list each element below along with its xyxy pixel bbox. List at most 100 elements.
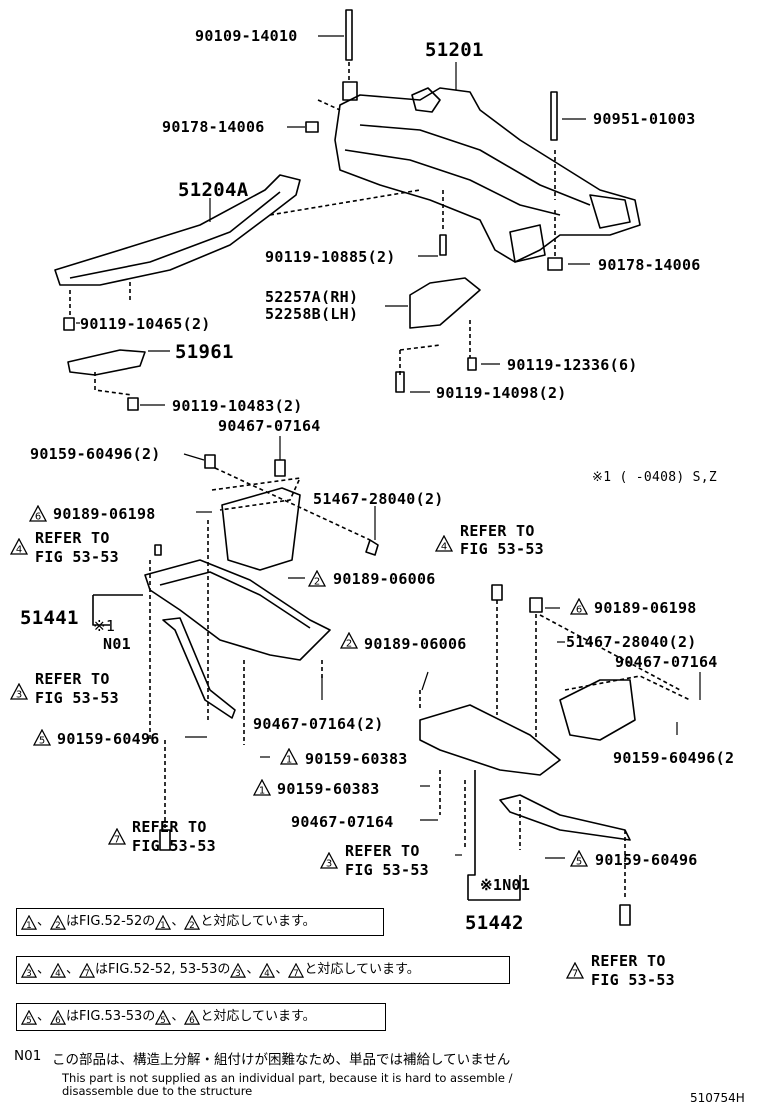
part-label: 90159-60496(2 <box>613 749 735 767</box>
crossmember-51201 <box>334 87 641 263</box>
part-label: ※1N01 <box>480 876 531 894</box>
part-label: 90467-07164 <box>218 417 321 435</box>
part-label: 90119-10483(2) <box>172 397 303 415</box>
svg-text:6: 6 <box>55 1016 61 1025</box>
svg-text:2: 2 <box>346 639 352 650</box>
stud-bolt-icon <box>345 9 353 61</box>
part-label: 51201 <box>425 39 484 61</box>
triangle-2-icon: 2 <box>340 632 358 649</box>
refer-label: REFER TO <box>460 522 535 540</box>
triangle-3-icon: 3 <box>10 683 28 700</box>
refer-label: FIG 53-53 <box>345 861 429 879</box>
bracket-52257A <box>409 277 481 329</box>
refer-label: REFER TO <box>35 529 110 547</box>
note-text: 、 <box>37 1009 51 1024</box>
triangle-2-icon: 2 <box>184 914 201 931</box>
part-label: 51467-28040(2) <box>313 490 444 508</box>
svg-text:5: 5 <box>26 1016 32 1025</box>
triangle-4-icon: 4 <box>259 962 276 979</box>
part-label: 90119-10465(2) <box>80 315 211 333</box>
svg-text:3: 3 <box>16 690 22 701</box>
svg-text:2: 2 <box>314 577 320 588</box>
triangle-5-icon: 5 <box>33 729 51 746</box>
part-label: 51204A <box>178 179 249 201</box>
part-label: 90189-06198 <box>594 599 697 617</box>
part-label: 90178-14006 <box>598 256 701 274</box>
refer-label: REFER TO <box>35 670 110 688</box>
svg-text:5: 5 <box>576 857 582 868</box>
triangle-2-icon: 2 <box>50 914 67 931</box>
part-label: 90159-60383 <box>277 780 380 798</box>
triangle-4-icon: 4 <box>10 538 28 555</box>
part-label: 90119-12336(6) <box>507 356 638 374</box>
part-label: 51467-28040(2) <box>566 633 697 651</box>
note-text: 、 <box>66 962 80 977</box>
refer-label: FIG 53-53 <box>35 689 119 707</box>
part-label: 90159-60496 <box>595 851 698 869</box>
svg-text:6: 6 <box>576 605 582 616</box>
triangle-5-icon: 5 <box>155 1009 172 1026</box>
part-label: 90189-06198 <box>53 505 156 523</box>
part-label: 51961 <box>175 341 234 363</box>
svg-text:3: 3 <box>326 859 332 870</box>
part-label: 90951-01003 <box>593 110 696 128</box>
svg-text:1: 1 <box>286 755 292 766</box>
triangle-1-icon: 1 <box>280 748 298 765</box>
svg-text:2: 2 <box>190 921 196 930</box>
brace-51204A <box>54 174 301 286</box>
n01-japanese-note: この部品は、構造上分解・組付けが困難なため、単品では補給していません <box>52 1052 511 1068</box>
part-label: 90159-60496 <box>57 730 160 748</box>
svg-text:6: 6 <box>35 512 41 523</box>
note-text: 、 <box>171 1009 185 1024</box>
n01-english-note-line1: This part is not supplied as an individu… <box>62 1071 513 1085</box>
stay-N01-left <box>162 617 236 719</box>
triangle-7-icon: 7 <box>108 828 126 845</box>
svg-text:1: 1 <box>259 786 265 797</box>
refer-label: REFER TO <box>132 818 207 836</box>
footnote-key: ※1 ( -0408) S,Z <box>592 470 717 485</box>
svg-text:5: 5 <box>39 736 45 747</box>
svg-text:4: 4 <box>265 969 271 978</box>
svg-text:7: 7 <box>114 835 120 846</box>
under-cover-51442 <box>419 704 561 776</box>
part-label: 90159-60496(2) <box>30 445 161 463</box>
svg-text:4: 4 <box>441 542 447 553</box>
bracket-left <box>221 487 301 571</box>
part-label: 90159-60383 <box>305 750 408 768</box>
note-text: と対応しています。 <box>200 1009 316 1024</box>
part-label: N01 <box>103 635 131 653</box>
triangle-7-icon: 7 <box>288 962 305 979</box>
triangle-7-icon: 7 <box>566 962 584 979</box>
stay-N01-right <box>499 794 631 841</box>
svg-text:5: 5 <box>161 1016 167 1025</box>
plate-51961 <box>67 349 146 376</box>
triangle-5-icon: 5 <box>570 850 588 867</box>
part-label: 90178-14006 <box>162 118 265 136</box>
triangle-6-icon: 6 <box>29 505 47 522</box>
triangle-5-icon: 5 <box>20 1009 38 1026</box>
note-text: 、 <box>246 962 260 977</box>
triangle-3-icon: 3 <box>320 852 338 869</box>
n01-english-note-line2: disassemble due to the structure <box>62 1084 253 1098</box>
refer-label: REFER TO <box>345 842 420 860</box>
part-label: 90119-14098(2) <box>436 384 567 402</box>
refer-label: FIG 53-53 <box>460 540 544 558</box>
under-cover-51441 <box>144 559 331 661</box>
svg-text:4: 4 <box>55 969 61 978</box>
svg-text:2: 2 <box>55 921 61 930</box>
note-text: と対応しています。 <box>304 962 420 977</box>
triangle-1-icon: 1 <box>155 914 172 931</box>
note-text: 、 <box>37 962 51 977</box>
note-text: はFIG.52-52, 53-53の <box>95 962 231 977</box>
triangle-6-icon: 6 <box>570 598 588 615</box>
part-label: 90467-07164(2) <box>253 715 384 733</box>
n01-code: N01 <box>14 1048 42 1064</box>
figure-id: 510754H <box>690 1091 745 1105</box>
triangle-1-icon: 1 <box>20 914 38 931</box>
refer-label: FIG 53-53 <box>132 837 216 855</box>
triangle-4-icon: 4 <box>50 962 67 979</box>
refer-label: FIG 53-53 <box>35 548 119 566</box>
note-text: はFIG.53-53の <box>66 1009 156 1024</box>
